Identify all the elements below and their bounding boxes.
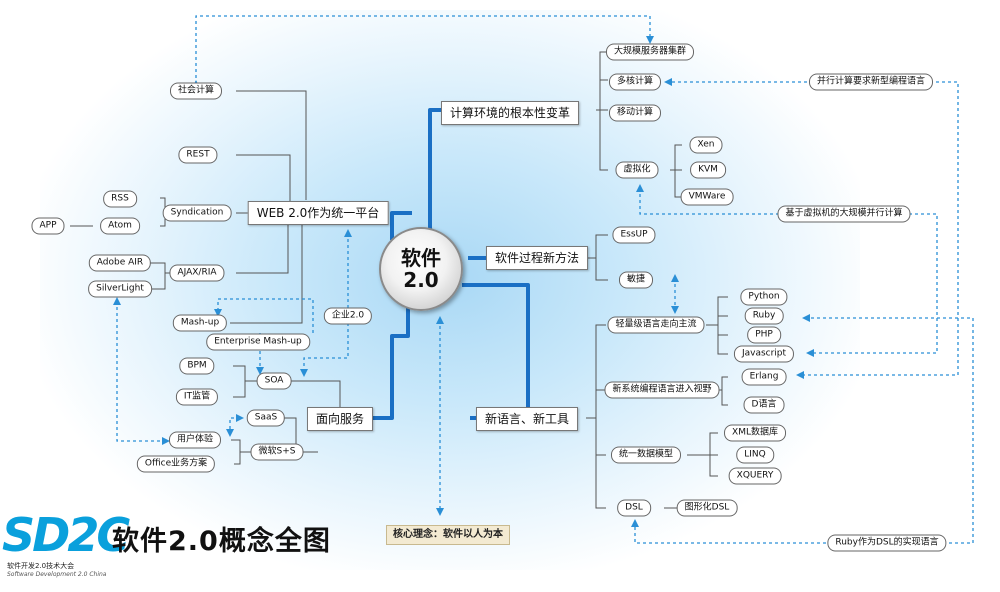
- hub-web20-platform[interactable]: WEB 2.0作为统一平台: [247, 201, 389, 225]
- node-essup[interactable]: EssUP: [612, 226, 656, 244]
- node-xen[interactable]: Xen: [689, 136, 723, 154]
- node-mashup[interactable]: Mash-up: [172, 314, 228, 332]
- hub-compute-environment[interactable]: 计算环境的根本性变革: [440, 101, 580, 125]
- node-ruby[interactable]: Ruby: [744, 307, 784, 325]
- center-version: 2.0: [403, 268, 439, 292]
- node-xquery[interactable]: XQUERY: [728, 467, 782, 485]
- node-soa[interactable]: SOA: [256, 372, 292, 390]
- node-user-experience[interactable]: 用户体验: [168, 431, 222, 449]
- node-systems-languages[interactable]: 新系统编程语言进入视野: [604, 381, 720, 399]
- center-node[interactable]: 软件 2.0: [379, 227, 463, 311]
- hub-service-oriented[interactable]: 面向服务: [306, 407, 374, 431]
- node-server-cluster[interactable]: 大规模服务器集群: [605, 43, 695, 61]
- node-office-solutions[interactable]: Office业务方案: [136, 455, 216, 473]
- node-syndication[interactable]: Syndication: [162, 204, 232, 222]
- node-multicore[interactable]: 多核计算: [608, 73, 662, 91]
- trunk-lang: [462, 283, 530, 420]
- node-virtualization[interactable]: 虚拟化: [615, 161, 659, 179]
- node-vmware[interactable]: VMWare: [680, 188, 734, 206]
- note-ruby-dsl[interactable]: Ruby作为DSL的实现语言: [827, 534, 947, 552]
- node-social-computing[interactable]: 社会计算: [169, 82, 223, 100]
- node-php[interactable]: PHP: [747, 326, 781, 344]
- node-kvm[interactable]: KVM: [690, 161, 726, 179]
- node-ajax-ria[interactable]: AJAX/RIA: [169, 264, 225, 282]
- node-linq[interactable]: LINQ: [736, 446, 774, 464]
- node-it-governance[interactable]: IT监管: [175, 388, 219, 406]
- hub-new-languages-tools[interactable]: 新语言、新工具: [475, 407, 579, 431]
- node-atom[interactable]: Atom: [100, 217, 140, 235]
- trunk-service: [368, 306, 410, 420]
- page-title: 软件2.0概念全图: [112, 526, 331, 557]
- node-xml-database[interactable]: XML数据库: [724, 424, 786, 442]
- node-javascript[interactable]: Javascript: [733, 345, 795, 363]
- node-adobe-air[interactable]: Adobe AIR: [88, 254, 152, 272]
- logo-chinese-caption: 软件开发2.0技术大会: [7, 562, 75, 570]
- node-app[interactable]: APP: [31, 217, 65, 235]
- node-erlang[interactable]: Erlang: [741, 368, 787, 386]
- node-enterprise-mashup[interactable]: Enterprise Mash-up: [206, 333, 310, 351]
- logo-wordmark: SD2C: [2, 508, 130, 562]
- hub-software-process[interactable]: 软件过程新方法: [485, 246, 589, 270]
- core-idea-badge: 核心理念：软件以人为本: [386, 525, 510, 545]
- node-mobile-computing[interactable]: 移动计算: [608, 104, 662, 122]
- note-parallel-languages[interactable]: 并行计算要求新型编程语言: [808, 73, 934, 91]
- node-enterprise20[interactable]: 企业2.0: [323, 307, 373, 325]
- node-agile[interactable]: 敏捷: [618, 271, 654, 289]
- logo-english-caption: Software Development 2.0 China: [7, 571, 107, 578]
- trunk-web: [390, 211, 412, 240]
- node-bpm[interactable]: BPM: [179, 357, 215, 375]
- node-graphical-dsl[interactable]: 图形化DSL: [676, 499, 738, 517]
- note-vm-parallel[interactable]: 基于虚拟机的大规模并行计算: [777, 205, 911, 223]
- center-title: 软件: [401, 246, 441, 270]
- node-unified-data-model[interactable]: 统一数据模型: [610, 446, 682, 464]
- node-d-language[interactable]: D语言: [743, 396, 785, 414]
- node-silverlight[interactable]: SilverLight: [88, 280, 152, 298]
- node-rss[interactable]: RSS: [103, 190, 137, 208]
- node-python[interactable]: Python: [740, 288, 788, 306]
- sd2c-logo: SD2C 软件开发2.0技术大会 Software Development 2.…: [2, 508, 130, 588]
- node-ms-s-plus-s[interactable]: 微软S+S: [250, 443, 304, 461]
- node-saas[interactable]: SaaS: [246, 409, 286, 427]
- trunk-compute: [428, 108, 442, 232]
- node-lightweight-languages[interactable]: 轻量级语言走向主流: [607, 316, 705, 334]
- node-rest[interactable]: REST: [178, 146, 218, 164]
- node-dsl[interactable]: DSL: [617, 499, 651, 517]
